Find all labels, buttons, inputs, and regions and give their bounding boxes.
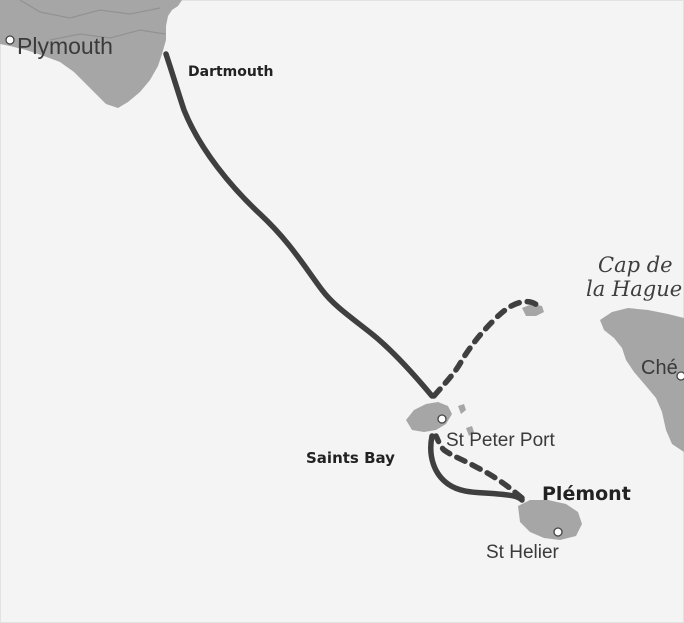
label-plymouth: Plymouth [17, 33, 113, 59]
label-st-peter-port: St Peter Port [446, 430, 555, 451]
plymouth-marker [5, 35, 15, 45]
herm-islet [458, 404, 466, 414]
route-saints-bay-to-plemont [428, 433, 525, 503]
label-cherbourg-partial: Ché [641, 357, 678, 379]
route-dartmouth-to-saints-bay [163, 51, 435, 399]
sark-islet [466, 426, 474, 436]
cherbourg-marker [676, 371, 684, 381]
france-landmass [600, 308, 684, 452]
label-st-helier: St Helier [486, 542, 560, 563]
jersey-island [518, 500, 582, 540]
label-saints-bay: Saints Bay [306, 449, 395, 467]
label-la-hague: la Hague [586, 277, 682, 301]
label-plemont: Plémont [542, 483, 631, 505]
route-plemont-to-saints-bay [433, 433, 525, 501]
label-dartmouth: Dartmouth [188, 64, 274, 80]
england-landmass [0, 0, 182, 108]
england-boundary-lines [19, 0, 166, 41]
guernsey-island [406, 402, 452, 432]
label-cap-de: Cap de [598, 253, 673, 277]
st-peter-port-marker [437, 414, 447, 424]
route-saints-bay-to-cap-de-la-hague [431, 298, 541, 399]
alderney-island [522, 304, 544, 316]
st-helier-marker [553, 527, 563, 537]
